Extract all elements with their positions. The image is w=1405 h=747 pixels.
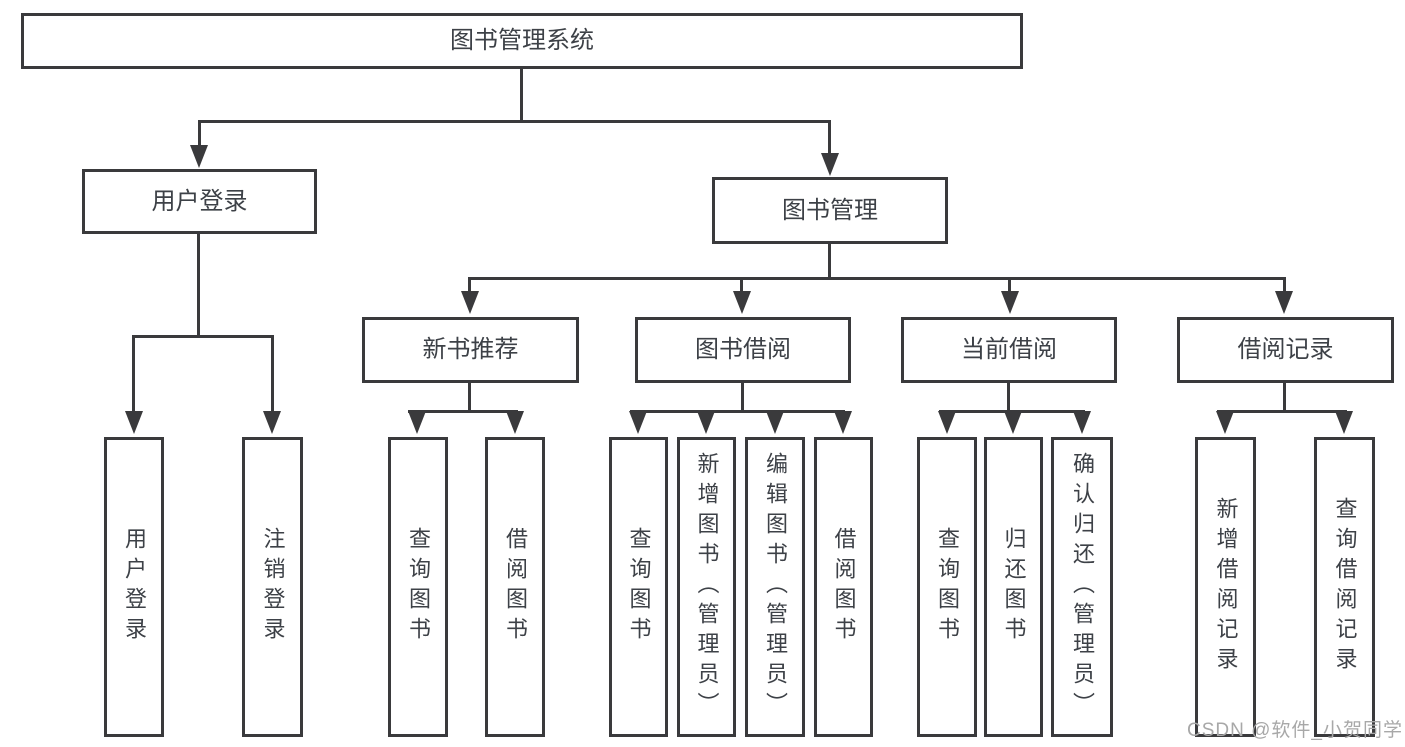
leaf-query-book-recommend-label: 查询图书 — [406, 527, 431, 647]
node-root-library-system: 图书管理系统 — [21, 13, 1023, 69]
leaf-query-borrow-record: 查询借阅记录 — [1314, 437, 1375, 737]
arrow-down-icon — [125, 411, 143, 434]
arrow-down-icon — [629, 411, 647, 434]
leaf-query-book-recommend: 查询图书 — [388, 437, 448, 737]
node-new-book-recommend-label: 新书推荐 — [422, 336, 519, 363]
node-book-management-label: 图书管理 — [782, 196, 878, 224]
arrow-down-icon — [834, 411, 852, 434]
node-new-book-recommend: 新书推荐 — [362, 317, 579, 383]
arrow-down-icon — [1073, 411, 1091, 434]
leaf-add-borrow-record-label: 新增借阅记录 — [1213, 497, 1239, 677]
arrow-down-icon — [263, 411, 281, 434]
leaf-logout-label: 注销登录 — [260, 527, 286, 647]
connector-stem-borrowing-records — [1283, 277, 1286, 294]
leaf-borrow-book-label: 借阅图书 — [831, 527, 857, 647]
connector-stem-leaf-logout — [271, 335, 274, 413]
node-user-login-label: 用户登录 — [151, 187, 248, 215]
leaf-query-book-current: 查询图书 — [917, 437, 977, 737]
leaf-query-book-current-label: 查询图书 — [935, 527, 960, 647]
connector-stem-current-borrowing — [1008, 277, 1011, 294]
arrow-down-icon — [821, 153, 839, 176]
arrow-down-icon — [1275, 291, 1293, 314]
arrow-down-icon — [190, 145, 208, 168]
connector-new-book-rail — [408, 410, 518, 413]
connector-root-stem — [520, 68, 523, 123]
node-root-label: 图书管理系统 — [450, 27, 594, 54]
connector-stem-user-login — [198, 120, 201, 147]
arrow-down-icon — [766, 411, 784, 434]
leaf-query-book-borrowing-label: 查询图书 — [626, 527, 652, 647]
arrow-down-icon — [1004, 411, 1022, 434]
arrow-down-icon — [697, 411, 715, 434]
node-book-borrowing-label: 图书借阅 — [695, 336, 791, 363]
connector-level2-rail — [198, 120, 831, 123]
connector-stem-leaf-user-login — [132, 335, 135, 413]
node-user-login: 用户登录 — [82, 169, 317, 234]
leaf-logout: 注销登录 — [242, 437, 303, 737]
connector-stem-new-book — [468, 277, 471, 294]
connector-borrowing-records-rail — [1217, 410, 1347, 413]
leaf-query-borrow-record-label: 查询借阅记录 — [1332, 497, 1358, 677]
arrow-down-icon — [461, 291, 479, 314]
leaf-return-book: 归还图书 — [984, 437, 1043, 737]
connector-book-management-stem — [828, 244, 831, 279]
arrow-down-icon — [408, 411, 426, 434]
node-book-management: 图书管理 — [712, 177, 948, 244]
leaf-borrow-book: 借阅图书 — [814, 437, 873, 737]
connector-stem-book-borrowing — [740, 277, 743, 294]
node-book-borrowing: 图书借阅 — [635, 317, 851, 383]
connector-level3-rail — [469, 277, 1286, 280]
leaf-add-book-admin-label: 新增图书（管理员） — [694, 452, 720, 722]
leaf-user-login-label: 用户登录 — [122, 527, 147, 647]
arrow-down-icon — [1001, 291, 1019, 314]
leaf-user-login: 用户登录 — [104, 437, 164, 737]
leaf-edit-book-admin-label: 编辑图书（管理员） — [763, 452, 788, 722]
leaf-add-book-admin: 新增图书（管理员） — [677, 437, 736, 737]
node-current-borrowing: 当前借阅 — [901, 317, 1117, 383]
leaf-query-book-borrowing: 查询图书 — [609, 437, 668, 737]
connector-user-login-stem — [197, 234, 200, 337]
leaf-borrow-book-recommend: 借阅图书 — [485, 437, 545, 737]
leaf-borrow-book-recommend-label: 借阅图书 — [503, 527, 528, 647]
leaf-confirm-return-admin-label: 确认归还（管理员） — [1070, 452, 1095, 722]
leaf-add-borrow-record: 新增借阅记录 — [1195, 437, 1256, 737]
arrow-down-icon — [938, 411, 956, 434]
arrow-down-icon — [733, 291, 751, 314]
node-borrowing-records-label: 借阅记录 — [1237, 336, 1334, 363]
leaf-confirm-return-admin: 确认归还（管理员） — [1051, 437, 1113, 737]
connector-book-borrowing-rail — [630, 410, 845, 413]
connector-current-borrowing-stem — [1007, 383, 1010, 412]
connector-borrowing-records-stem — [1283, 383, 1286, 412]
leaf-edit-book-admin: 编辑图书（管理员） — [745, 437, 805, 737]
arrow-down-icon — [1216, 411, 1234, 434]
connector-stem-book-management — [828, 120, 831, 154]
connector-user-login-rail — [132, 335, 274, 338]
arrow-down-icon — [506, 411, 524, 434]
leaf-return-book-label: 归还图书 — [1001, 527, 1027, 647]
connector-new-book-stem — [468, 383, 471, 412]
arrow-down-icon — [1335, 411, 1353, 434]
csdn-watermark: CSDN @软件_小贺同学 — [1187, 720, 1403, 741]
node-current-borrowing-label: 当前借阅 — [961, 336, 1057, 363]
node-borrowing-records: 借阅记录 — [1177, 317, 1394, 383]
connector-book-borrowing-stem — [741, 383, 744, 412]
